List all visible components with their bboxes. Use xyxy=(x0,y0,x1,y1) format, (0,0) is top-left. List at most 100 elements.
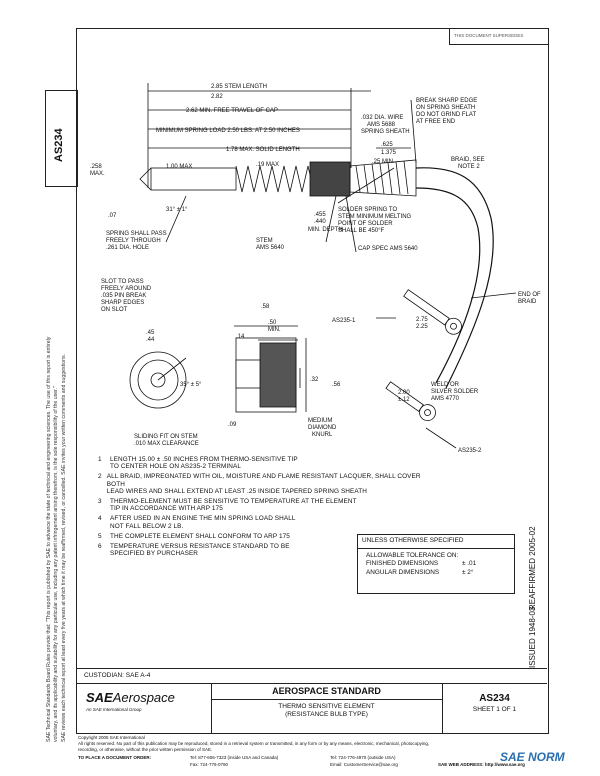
slot-4: SHARP EDGES xyxy=(101,300,144,306)
sliding-2: .010 MAX CLEARANCE xyxy=(134,441,199,447)
dim-spring-sheath: SPRING SHEATH xyxy=(361,129,410,135)
dim-wire-ams: AMS 5688 xyxy=(367,122,396,128)
doc-number: AS234 xyxy=(479,693,510,704)
angular-label: ANGULAR DIMENSIONS xyxy=(366,568,440,576)
sheet-number: SHEET 1 OF 1 xyxy=(472,706,517,713)
watermark-logo: SAE NORM xyxy=(500,750,565,764)
drawing-frame xyxy=(76,28,549,734)
end-braid-1: END OF xyxy=(518,292,541,298)
note-4: 4 AFTER USED IN AN ENGINE THE MIN SPRING… xyxy=(98,515,428,529)
min-depth: MIN. DEPTH xyxy=(308,227,343,233)
note-text: THE COMPLETE ELEMENT SHALL CONFORM TO AR… xyxy=(110,532,290,540)
side-doc-id: AS234 xyxy=(53,128,65,162)
break-edge-4: AT FREE END xyxy=(416,119,456,125)
margin-text-2: voluntary, and its applicability and sui… xyxy=(53,386,59,742)
finished-label: FINISHED DIMENSIONS xyxy=(366,560,439,568)
dim-stem-length: 2.85 STEM LENGTH xyxy=(211,84,267,90)
tolerance-line1: ALLOWABLE TOLERANCE ON: xyxy=(366,551,459,559)
tel-outside: Tel: 724-776-4970 (outside USA) xyxy=(330,755,396,760)
note-text-2: TO CENTER HOLE ON AS235-2 TERMINAL xyxy=(110,463,242,471)
note-text-2: TIP IN ACCORDANCE WITH ARP 175 xyxy=(110,505,223,513)
dim-12: ±.12 xyxy=(398,397,410,403)
solder-3: POINT OF SOLDER xyxy=(338,221,393,227)
technical-drawing: 2.85 STEM LENGTH 2.82 2.62 MIN. FREE TRA… xyxy=(90,83,541,454)
dim-free-travel: 2.62 MIN. FREE TRAVEL OF CAP xyxy=(186,108,278,114)
medium: MEDIUM xyxy=(308,418,332,424)
logo-tagline: An SAE International Group xyxy=(86,707,142,712)
fax: Fax: 724-776-0790 xyxy=(190,762,229,767)
slot-2: FREELY AROUND xyxy=(101,286,152,292)
note-text-2: SPECIFIED BY PURCHASER xyxy=(110,550,199,558)
knurl: KNURL xyxy=(312,432,333,438)
weld-2: SILVER SOLDER xyxy=(431,389,479,395)
dim-min: MIN. xyxy=(268,327,281,333)
as235-2: AS235-2 xyxy=(458,448,482,454)
note-text-2: NOT FALL BELOW 2 LB. xyxy=(110,522,184,530)
break-edge-3: DO NOT GRIND FLAT xyxy=(416,112,476,118)
diamond: DIAMOND xyxy=(308,425,337,431)
dim-275: 2.75 xyxy=(416,317,428,323)
copyright: Copyright 2005 SAE International xyxy=(78,735,145,740)
spring-pass-3: .261 DIA. HOLE xyxy=(106,245,149,251)
spring-pass-1: SPRING SHALL PASS xyxy=(106,231,167,237)
desc-line2: (RESISTANCE BULB TYPE) xyxy=(285,711,368,718)
tel-inside: Tel: 877-606-7323 (inside USA and Canada… xyxy=(190,755,279,760)
note-text: LENGTH 15.00 ± .50 INCHES FROM THERMO-SE… xyxy=(110,456,298,463)
note-text: AFTER USED IN AN ENGINE THE MIN SPRING L… xyxy=(110,515,296,523)
order-label: TO PLACE A DOCUMENT ORDER: xyxy=(78,755,152,760)
note-number: 1 xyxy=(98,456,102,463)
dim-35: 35° ± 5° xyxy=(180,382,202,388)
dim-58: .58 xyxy=(261,304,270,310)
stem-ams: AMS 5640 xyxy=(256,245,285,251)
angular-value: ± 2° xyxy=(462,568,474,576)
desc-line1: THERMO SENSITIVE ELEMENT xyxy=(278,703,375,710)
supersede-text: THIS DOCUMENT SUPERSEDES xyxy=(454,33,524,38)
spring-pass-2: FREELY THROUGH xyxy=(106,238,161,244)
dim-56: .56 xyxy=(332,382,341,388)
note-number: 2 xyxy=(98,473,102,481)
dim-19: .19 MAX xyxy=(256,162,279,168)
margin-text-1: SAE Technical Standards Board Rules prov… xyxy=(46,336,52,742)
custodian: CUSTODIAN: SAE A-4 xyxy=(84,672,151,679)
issued-date: ISSUED 1948-03 xyxy=(528,606,537,668)
note-2: 2 ALL BRAID, IMPREGNATED WITH OIL, MOIST… xyxy=(98,473,428,495)
break-edge-2: ON SPRING SHEATH xyxy=(416,105,475,111)
note-number: 6 xyxy=(98,543,102,551)
dim-wire: .032 DIA. WIRE xyxy=(361,115,403,121)
dim-max: MAX. xyxy=(90,171,105,177)
slot-1: SLOT TO PASS xyxy=(101,279,144,285)
supersede-box xyxy=(449,28,548,45)
stem-label: STEM xyxy=(256,238,273,244)
title-block: CUSTODIAN: SAE A-4 SAEAerospace An SAE I… xyxy=(76,668,547,733)
solder-1: SOLDER SPRING TO xyxy=(338,207,397,213)
note-number: 5 xyxy=(98,532,102,540)
solder-4: SHALL BE 450°F xyxy=(338,228,385,234)
cap-spec: CAP SPEC AMS 5640 xyxy=(358,246,418,252)
email: Email: CustomerService@sae.org xyxy=(330,762,398,767)
logo-sae: SAE xyxy=(86,690,113,705)
dim-440: .440 xyxy=(314,219,326,225)
logo: SAEAerospace An SAE International Group xyxy=(86,689,175,713)
dim-14: .14 xyxy=(236,334,245,340)
margin-text-3: SAE reviews each technical report at lea… xyxy=(61,354,67,742)
slot-3: .035 PIN BREAK xyxy=(101,293,146,299)
logo-aero: Aerospace xyxy=(112,690,175,705)
note-3: 3 THERMO-ELEMENT MUST BE SENSITIVE TO TE… xyxy=(98,498,428,512)
dim-spring-load: MINIMUM SPRING LOAD 2.50 LBS. AT 2.50 IN… xyxy=(156,128,300,134)
dim-45: .45 xyxy=(146,330,155,336)
notes-list: 1 LENGTH 15.00 ± .50 INCHES FROM THERMO-… xyxy=(98,456,428,560)
dim-225: 2.25 xyxy=(416,324,428,330)
weld-1: WELD OR xyxy=(431,382,460,388)
break-edge-1: BREAK SHARP EDGE xyxy=(416,98,477,104)
dim-angle: 31° ± 1° xyxy=(166,207,188,213)
note-text-2: LEAD WIRES AND SHALL EXTEND AT LEAST .25… xyxy=(106,487,367,495)
dim-44: .44 xyxy=(146,337,155,343)
braid-label: BRAID, SEE xyxy=(451,157,485,163)
note-1: 1 LENGTH 15.00 ± .50 INCHES FROM THERMO-… xyxy=(98,456,428,470)
note-6: 6 TEMPERATURE VERSUS RESISTANCE STANDARD… xyxy=(98,543,428,557)
reaffirmed-date: REAFFIRMED 2005-02 xyxy=(528,526,537,610)
weld-3: AMS 4770 xyxy=(431,396,460,402)
tolerance-title: UNLESS OTHERWISE SPECIFIED xyxy=(358,535,514,549)
finished-value: ± .01 xyxy=(462,560,477,568)
dim-200: 2.00 xyxy=(398,390,410,396)
